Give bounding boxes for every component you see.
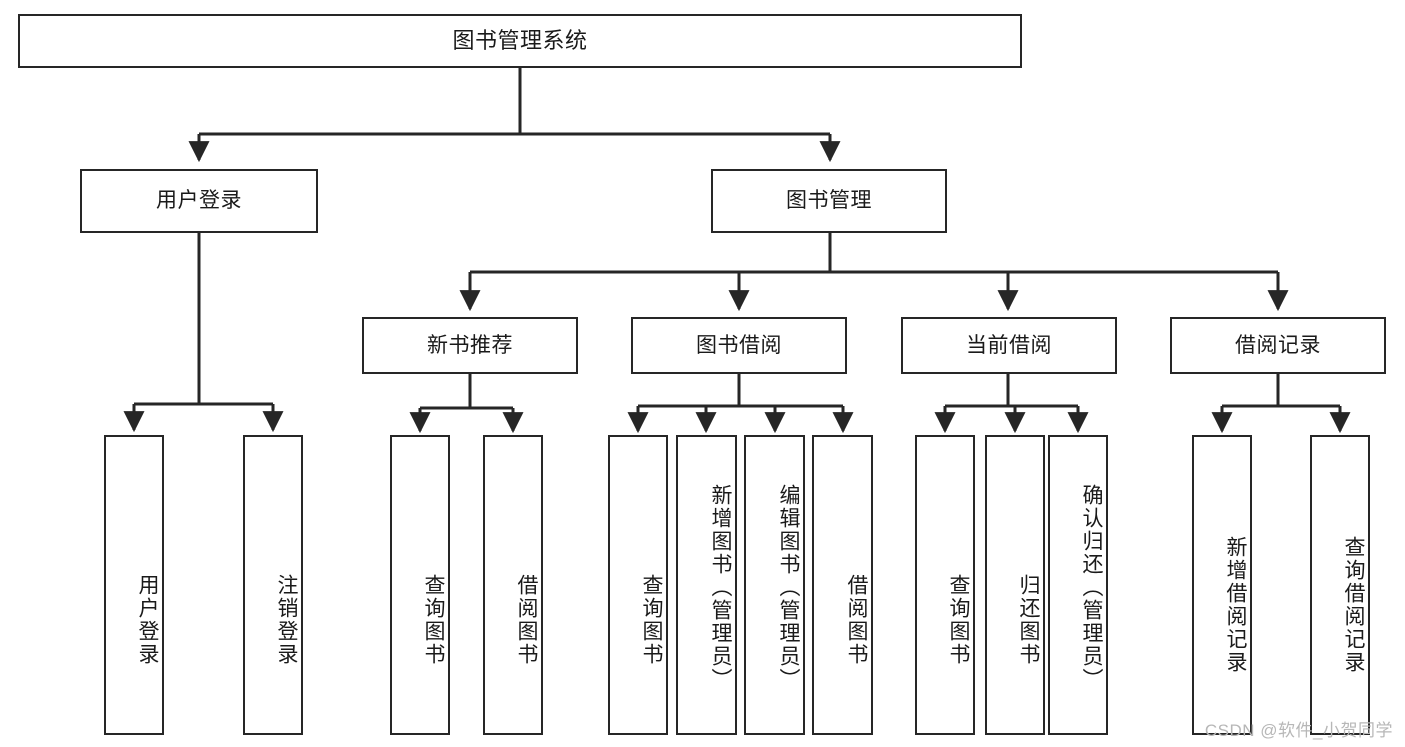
leaf-book-borrow-add-book-admin[interactable]: 新增图书（管理员）: [676, 435, 737, 735]
leaf-label: 借阅图书: [515, 574, 538, 666]
leaf-label: 编辑图书（管理员）: [777, 483, 800, 691]
leaf-label: 归还图书: [1017, 574, 1040, 666]
leaf-label: 新增图书（管理员）: [709, 483, 732, 691]
node-label: 当前借阅: [966, 333, 1052, 357]
node-label: 图书管理系统: [452, 27, 588, 53]
node-root-book-management-system[interactable]: 图书管理系统: [18, 14, 1022, 68]
csdn-watermark: CSDN @软件_小贺同学: [1204, 721, 1393, 740]
leaf-label: 查询图书: [422, 574, 445, 666]
node-book-management[interactable]: 图书管理: [711, 169, 947, 233]
leaf-label: 注销登录: [275, 574, 298, 666]
node-borrow-record[interactable]: 借阅记录: [1170, 317, 1386, 374]
leaf-current-borrow-confirm-return-admin[interactable]: 确认归还（管理员）: [1048, 435, 1108, 735]
node-label: 新书推荐: [427, 333, 513, 357]
leaf-borrow-record-query-record[interactable]: 查询借阅记录: [1310, 435, 1370, 735]
node-label: 借阅记录: [1235, 333, 1321, 357]
leaf-label: 新增借阅记录: [1224, 536, 1247, 674]
leaf-user-login-logout[interactable]: 注销登录: [243, 435, 303, 735]
node-user-login[interactable]: 用户登录: [80, 169, 318, 233]
leaf-new-book-borrow-book[interactable]: 借阅图书: [483, 435, 543, 735]
leaf-new-book-query-book[interactable]: 查询图书: [390, 435, 450, 735]
leaf-book-borrow-borrow-book[interactable]: 借阅图书: [812, 435, 873, 735]
node-book-borrow[interactable]: 图书借阅: [631, 317, 847, 374]
leaf-book-borrow-edit-book-admin[interactable]: 编辑图书（管理员）: [744, 435, 805, 735]
leaf-label: 用户登录: [136, 574, 159, 666]
node-label: 图书管理: [786, 189, 872, 213]
node-label: 图书借阅: [696, 333, 782, 357]
leaf-label: 查询图书: [947, 574, 970, 666]
leaf-label: 确认归还（管理员）: [1080, 483, 1103, 691]
leaf-book-borrow-query-book[interactable]: 查询图书: [608, 435, 668, 735]
node-current-borrow[interactable]: 当前借阅: [901, 317, 1117, 374]
leaf-label: 查询图书: [640, 574, 663, 666]
node-label: 用户登录: [156, 189, 242, 213]
leaf-label: 查询借阅记录: [1342, 536, 1365, 674]
leaf-label: 借阅图书: [845, 574, 868, 666]
leaf-user-login-login[interactable]: 用户登录: [104, 435, 164, 735]
node-new-book-recommend[interactable]: 新书推荐: [362, 317, 578, 374]
leaf-current-borrow-return-book[interactable]: 归还图书: [985, 435, 1045, 735]
leaf-borrow-record-add-record[interactable]: 新增借阅记录: [1192, 435, 1252, 735]
leaf-current-borrow-query-book[interactable]: 查询图书: [915, 435, 975, 735]
